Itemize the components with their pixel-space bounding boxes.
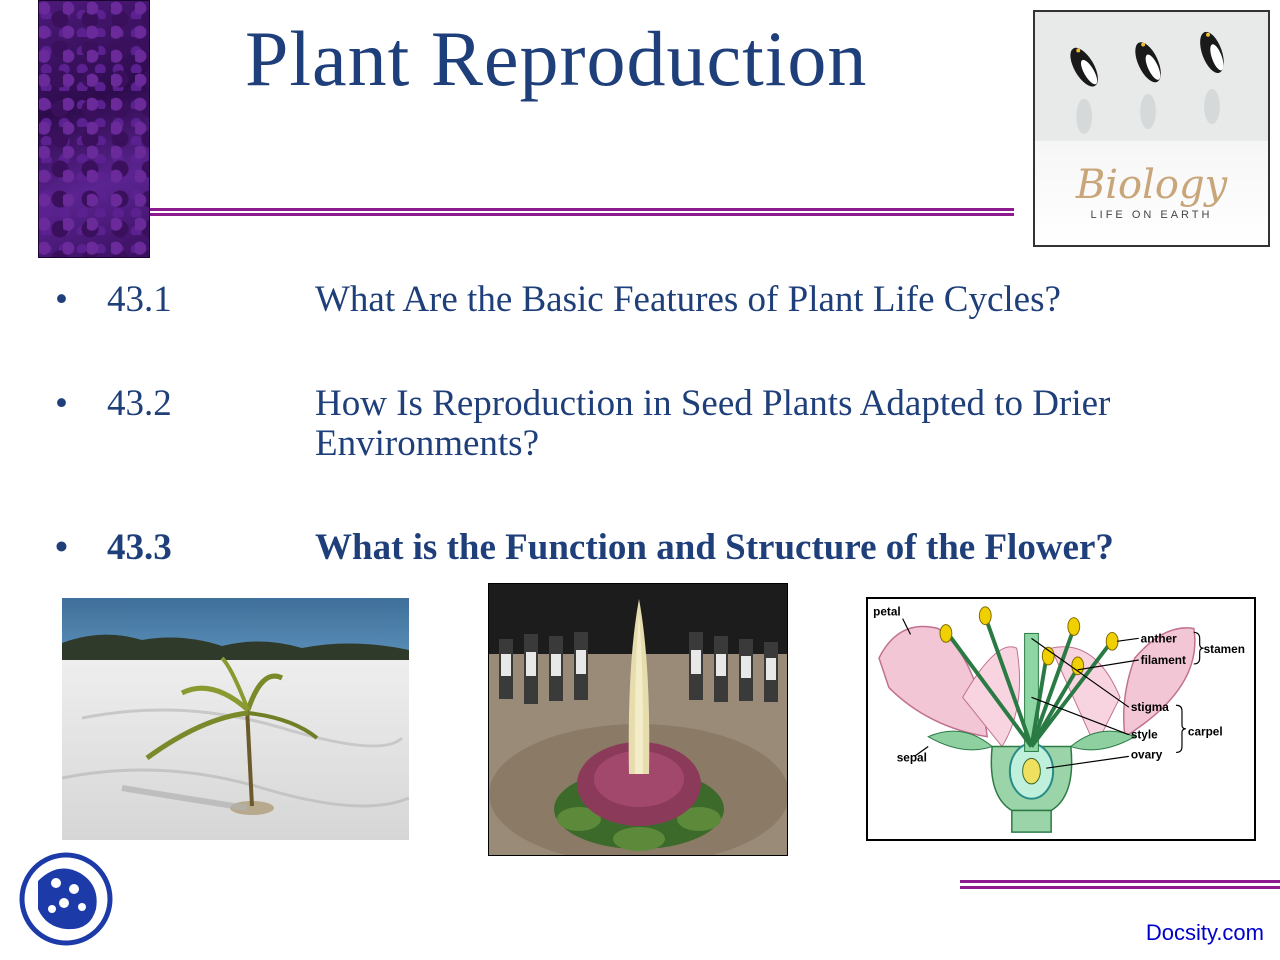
section-number: 43.3 — [107, 527, 172, 568]
penguins-illustration — [1035, 13, 1268, 141]
label-style: style — [1131, 728, 1158, 742]
docsity-watermark: Docsity.com — [1145, 920, 1264, 945]
book-subtitle: LIFE ON EARTH — [1090, 209, 1213, 221]
label-ovary: ovary — [1131, 747, 1163, 761]
section-title: What Are the Basic Features of Plant Lif… — [315, 279, 1061, 320]
book-title: Biology — [1075, 162, 1228, 208]
label-stigma: stigma — [1131, 700, 1169, 714]
section-title: How Is Reproduction in Seed Plants Adapt… — [315, 383, 1111, 464]
bullet-symbol: • — [55, 527, 68, 568]
coconut-seedling-photo — [62, 598, 409, 840]
title-divider — [150, 208, 1014, 216]
label-filament: filament — [1141, 653, 1186, 667]
label-sepal: sepal — [897, 750, 927, 764]
decorative-purple-bar — [38, 0, 150, 258]
label-carpel: carpel — [1188, 725, 1223, 739]
section-title: What is the Function and Structure of th… — [315, 527, 1114, 568]
label-petal: petal — [873, 605, 901, 619]
docsity-logo-icon — [19, 852, 113, 946]
label-stamen: stamen — [1204, 642, 1245, 656]
bullet-symbol: • — [55, 383, 68, 424]
book-cover-image: Biology LIFE ON EARTH — [1033, 10, 1270, 247]
slide-title: Plant Reproduction — [245, 15, 868, 102]
corpse-flower-photo — [488, 583, 788, 856]
section-number: 43.2 — [107, 383, 172, 424]
section-number: 43.1 — [107, 279, 172, 320]
footer-divider — [960, 880, 1280, 889]
label-anther: anther — [1141, 631, 1177, 645]
bullet-symbol: • — [55, 279, 68, 320]
flower-structure-diagram: petal anther filament stamen stigma styl… — [866, 597, 1256, 841]
